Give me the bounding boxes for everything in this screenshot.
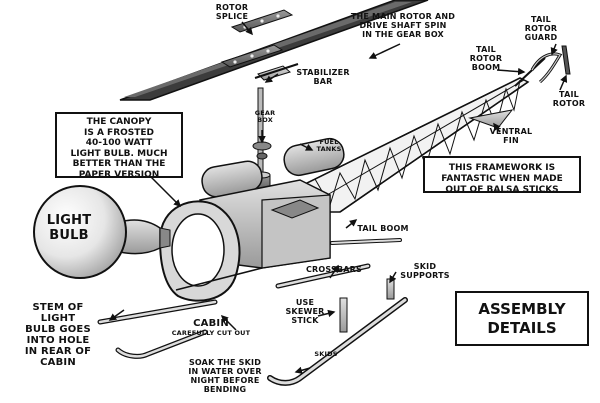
framework-note-box: THIS FRAMEWORK IS FANTASTIC WHEN MADE OU… [423, 156, 581, 195]
rotor-splice [220, 9, 294, 68]
crossbars [97, 238, 402, 325]
carefully-cut-out-label: CAREFULLY CUT OUT [171, 329, 251, 337]
stabilizer-bar-label: STABILIZER BAR [296, 68, 350, 86]
canopy-note-box: THE CANOPY IS A FROSTED 40-100 WATT LIGH… [55, 112, 183, 180]
tail-rotor-assembly [514, 45, 571, 87]
tail-boom-label: TAIL BOOM [357, 224, 409, 233]
skids [115, 297, 408, 386]
fuel-tanks [201, 137, 345, 198]
ventral-fin [468, 109, 514, 129]
cabin-body [158, 179, 331, 302]
fuel-tanks-label: FUEL TANKS [316, 138, 342, 153]
light-bulb-label: LIGHT BULB [46, 213, 92, 243]
gear-box-label: GEAR BOX [254, 109, 276, 124]
stem-of-light-bulb-label: STEM OF LIGHT BULB GOES INTO HOLE IN REA… [24, 302, 92, 368]
skid-supports [339, 278, 395, 333]
skids-label: SKIDS [314, 350, 338, 358]
cabin-label: CABIN [193, 318, 229, 329]
ventral-fin-label: VENTRAL FIN [489, 127, 533, 145]
crossbars-label: CROSSBARS [305, 265, 362, 274]
main-rotor-label: THE MAIN ROTOR AND DRIVE SHAFT SPIN IN T… [350, 12, 456, 39]
assembly-details-title: ASSEMBLY DETAILS [455, 291, 589, 346]
skid-supports-label: SKID SUPPORTS [400, 262, 450, 280]
soak-the-skid-label: SOAK THE SKID IN WATER OVER NIGHT BEFORE… [188, 358, 262, 394]
rotor-splice-label: ROTOR SPLICE [215, 3, 249, 21]
tail-rotor-boom-label: TAIL ROTOR BOOM [469, 45, 503, 72]
tail-rotor-guard-label: TAIL ROTOR GUARD [524, 15, 558, 42]
light-bulb [33, 185, 171, 279]
tail-rotor-label: TAIL ROTOR [552, 90, 586, 108]
leader-arrows [108, 21, 568, 374]
use-skewer-stick-label: USE SKEWER STICK [285, 298, 325, 325]
